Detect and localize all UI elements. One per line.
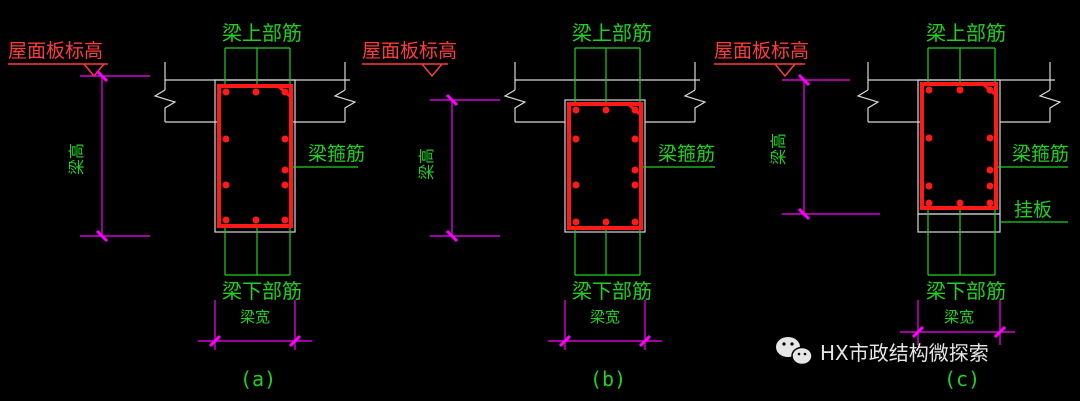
rebar-dots-a: [222, 88, 289, 224]
beam-top-bars-label-c: 梁上部筋: [926, 21, 1006, 45]
stirrup-cage-b: [567, 102, 643, 230]
dim-ticks-height-a: [95, 69, 109, 243]
beam-bottom-bars-label-c: 梁下部筋: [926, 279, 1006, 303]
slab-elevation-label-a: 屋面板标高: [8, 40, 103, 62]
rebar-dots-b: [572, 106, 639, 226]
panel-caption-a: (a): [240, 367, 276, 391]
panel-b: 屋面板标高: [362, 21, 715, 391]
beam-height-label-b: 梁高: [417, 148, 436, 180]
beam-width-label-b: 梁宽: [590, 308, 620, 326]
elevation-marker-b: [421, 63, 443, 78]
stirrup-label-b: 梁箍筋: [658, 143, 715, 165]
dim-ticks-width-c: [911, 325, 1007, 339]
beam-top-bars-label-a: 梁上部筋: [222, 21, 302, 45]
beam-height-label-c: 梁高: [769, 133, 788, 165]
beam-bottom-bars-label-b: 梁下部筋: [572, 279, 652, 303]
dim-height-b: [430, 99, 500, 237]
slab-elevation-label-b: 屋面板标高: [362, 40, 457, 62]
slab-elevation-label-c: 屋面板标高: [714, 40, 809, 62]
panel-a: 屋面板标高: [8, 21, 365, 391]
watermark: HX市政结构微探索: [776, 337, 989, 366]
stirrup-label-a: 梁箍筋: [308, 143, 365, 165]
dim-height-c: [782, 79, 880, 215]
panel-caption-b: (b): [590, 367, 626, 391]
slab-outline-b: [503, 62, 707, 233]
beam-width-label-c: 梁宽: [944, 308, 974, 326]
dim-ticks-height-b: [445, 93, 459, 243]
green-guides-a: [224, 47, 358, 276]
beam-width-label-a: 梁宽: [240, 308, 270, 326]
dim-ticks-width-b: [558, 334, 652, 348]
green-guides-b: [574, 47, 715, 276]
stirrup-cage-c: [920, 82, 998, 210]
dim-height-a: [80, 75, 150, 237]
panel-caption-c: (c): [944, 367, 980, 391]
stirrup-label-c: 梁箍筋: [1012, 143, 1069, 165]
rebar-dots-c: [925, 86, 994, 207]
stirrup-cage-a: [217, 84, 293, 228]
dim-ticks-height-c: [797, 73, 811, 221]
beam-height-label-a: 梁高: [67, 143, 86, 175]
green-guides-c: [927, 47, 1068, 276]
beam-top-bars-label-b: 梁上部筋: [572, 21, 652, 45]
panel-c: 屋面板标高: [714, 21, 1069, 391]
wechat-icon: [776, 337, 813, 366]
slab-outline-c: [856, 62, 1062, 233]
hanging-slab-label-c: 挂板: [1014, 199, 1052, 221]
beam-bottom-bars-label-a: 梁下部筋: [222, 279, 302, 303]
watermark-text: HX市政结构微探索: [820, 341, 989, 365]
elevation-marker-c: [774, 63, 796, 78]
dim-ticks-width-a: [208, 334, 302, 348]
